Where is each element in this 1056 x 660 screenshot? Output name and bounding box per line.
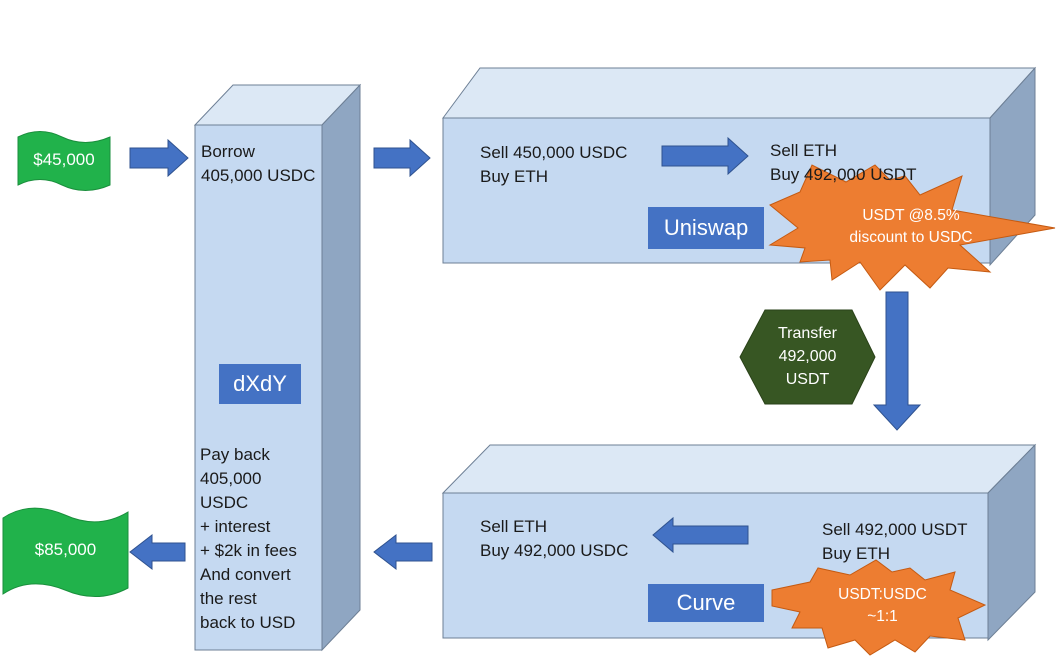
arrow-dydx-to-uniswap <box>373 138 431 178</box>
uniswap-step1-text: Sell 450,000 USDC Buy ETH <box>480 143 628 186</box>
end-amount: $85,000 <box>34 540 97 559</box>
money-start-icon <box>17 131 111 191</box>
arrow-curve-to-dydx <box>373 533 433 571</box>
curve-burst-text: USDT:USDC ~1:1 <box>838 586 927 625</box>
money-end-icon <box>2 507 129 598</box>
arrow-down-to-curve <box>872 291 922 431</box>
uniswap-burst-text: USDT @8.5% discount to USDC <box>849 207 973 246</box>
arrow-uniswap-internal <box>661 136 749 176</box>
transfer-hexagon <box>739 309 876 405</box>
arrow-dydx-to-money <box>129 533 186 571</box>
transfer-text: Transfer 492,000 USDT <box>778 325 837 388</box>
dydx-label: dXdY <box>219 364 301 404</box>
uniswap-step2-text: Sell ETH Buy 492,000 USDT <box>770 141 917 184</box>
curve-label: Curve <box>648 584 764 622</box>
uniswap-discount-burst <box>768 164 1056 291</box>
uniswap-label: Uniswap <box>648 207 764 249</box>
dydx-borrow-text: Borrow 405,000 USDC <box>201 142 316 185</box>
arrow-money-to-dydx <box>129 138 189 178</box>
dydx-payback-text: Pay back 405,000 USDC + interest + $2k i… <box>200 445 297 632</box>
arrow-curve-internal <box>652 516 749 554</box>
start-amount: $45,000 <box>33 150 95 169</box>
curve-ratio-burst <box>771 559 987 656</box>
curve-step2-text: Sell ETH Buy 492,000 USDC <box>480 517 629 560</box>
curve-step1-text: Sell 492,000 USDT Buy ETH <box>822 520 968 563</box>
